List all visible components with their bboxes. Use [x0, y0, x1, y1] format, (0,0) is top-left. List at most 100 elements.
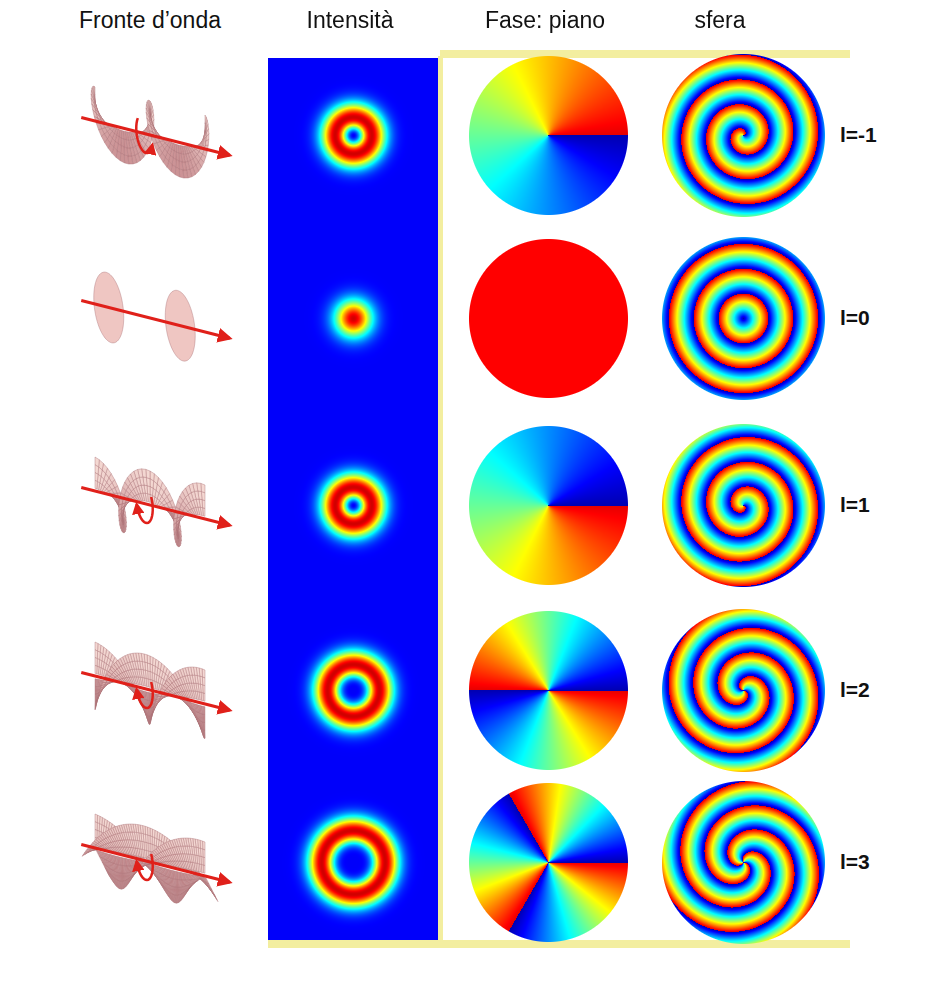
wavefront-facet — [204, 722, 206, 730]
wavefront-facet — [150, 664, 153, 673]
wavefront-facet — [95, 822, 97, 831]
wavefront-facet — [120, 881, 121, 889]
wavefront-facet — [202, 721, 204, 730]
wavefront-facet — [204, 123, 206, 132]
wavefront-facet — [204, 714, 205, 722]
wavefront-facet — [178, 538, 180, 547]
wavefront — [81, 642, 230, 738]
wavefront-facet — [149, 692, 150, 700]
wavefront-facet — [126, 879, 128, 886]
wavefront-facet — [204, 706, 205, 714]
wavefront-facet — [190, 883, 194, 887]
wavefront-facet — [146, 125, 149, 132]
wavefront-facet — [149, 716, 151, 724]
wavefront-facet — [147, 708, 148, 716]
wavefront-facet — [124, 881, 125, 889]
wavefront-facet — [202, 722, 203, 730]
wavefront-facet — [124, 155, 129, 164]
wavefront-facet — [203, 722, 204, 730]
wavefront-facet — [203, 730, 205, 738]
propagation-arrow — [81, 673, 230, 711]
wavefront-facet — [95, 650, 98, 659]
propagation-arrow — [81, 488, 230, 526]
wavefront-facet — [95, 830, 97, 838]
mode-label: l=0 — [840, 306, 870, 329]
wavefront-facet — [171, 886, 173, 895]
intensity-panel — [268, 58, 438, 940]
wavefront-facet — [150, 656, 153, 665]
wavefront-facet — [175, 167, 179, 177]
wavefront-facet — [95, 480, 97, 488]
wavefront-facet — [205, 878, 210, 884]
phase-plane — [458, 0, 638, 1000]
wavefront-facet — [203, 730, 205, 739]
wavefront-facet — [179, 536, 181, 546]
wavefront-facet — [150, 487, 153, 496]
propagation-arrow — [81, 301, 230, 339]
wavefront-facet — [181, 893, 183, 900]
wavefront-facet — [177, 895, 179, 903]
wavefront-facet — [148, 124, 153, 132]
wavefront-facet — [123, 524, 125, 533]
wavefront-facet — [174, 887, 176, 895]
wavefront-facet — [200, 713, 202, 722]
wavefront-facet — [149, 708, 151, 716]
wavefront-facet — [121, 487, 126, 495]
wavefront-facet — [145, 126, 148, 132]
wavefront-facet — [122, 881, 124, 889]
wavefront-facet — [107, 672, 112, 677]
wavefront-facet — [119, 881, 120, 889]
wavefront-facet — [94, 839, 99, 843]
rotation-arrow — [137, 497, 153, 523]
wavefront-facet — [119, 499, 123, 505]
wavefront-facet — [174, 894, 176, 902]
wavefront-facet — [153, 143, 159, 151]
wavefront-facet — [148, 716, 149, 724]
wavefront-facet — [214, 894, 218, 901]
wavefront-facet — [157, 696, 161, 699]
wavefront-facet — [118, 880, 120, 889]
wavefront-facet — [199, 713, 201, 722]
wavefront-facet — [176, 501, 181, 509]
wavefront-facet — [120, 153, 124, 163]
wavefront-facet — [120, 873, 121, 881]
wavefront-facet — [114, 871, 116, 880]
wavefront-facet — [93, 110, 98, 118]
wavefront-facet — [200, 140, 203, 146]
wavefront-facet — [203, 730, 204, 738]
wavefront-facet — [152, 829, 155, 838]
wavefront-facet — [170, 885, 172, 894]
wavefront-facet — [150, 672, 152, 681]
wavefront-facet — [116, 872, 118, 881]
wavefront — [81, 814, 230, 903]
wavefront-facet — [86, 850, 91, 852]
wavefront-facet — [162, 686, 167, 691]
wavefront-facet — [208, 883, 212, 890]
wavefront-facet — [179, 895, 180, 903]
wavefront-facet — [204, 131, 206, 139]
wavefront-facet — [95, 665, 97, 673]
wavefront-facet — [204, 138, 205, 146]
wavefront-facet — [174, 895, 175, 903]
mode-label: l=3 — [840, 850, 870, 873]
wavefront-facet — [95, 814, 97, 823]
phase-sphere — [651, 0, 835, 1000]
wavefront-facet — [141, 864, 146, 866]
wavefront-facet — [169, 885, 171, 894]
wavefront-facet — [179, 169, 184, 178]
wavefront-facet — [173, 894, 175, 903]
wavefront-facet — [102, 682, 106, 685]
propagation-arrow — [81, 845, 230, 883]
mode-label: l=-1 — [840, 123, 877, 146]
wavefront-facet — [150, 844, 152, 852]
wavefront-facet — [98, 129, 104, 137]
wavefront-facet — [211, 889, 215, 896]
mode-label: l=2 — [840, 678, 870, 701]
wavefront-facet — [201, 139, 204, 146]
wavefront-facet — [95, 658, 97, 667]
wavefront-facet — [118, 872, 120, 880]
column-header: Fase: piano — [485, 8, 605, 33]
wavefront — [81, 457, 230, 547]
wavefront-facet — [175, 887, 176, 895]
